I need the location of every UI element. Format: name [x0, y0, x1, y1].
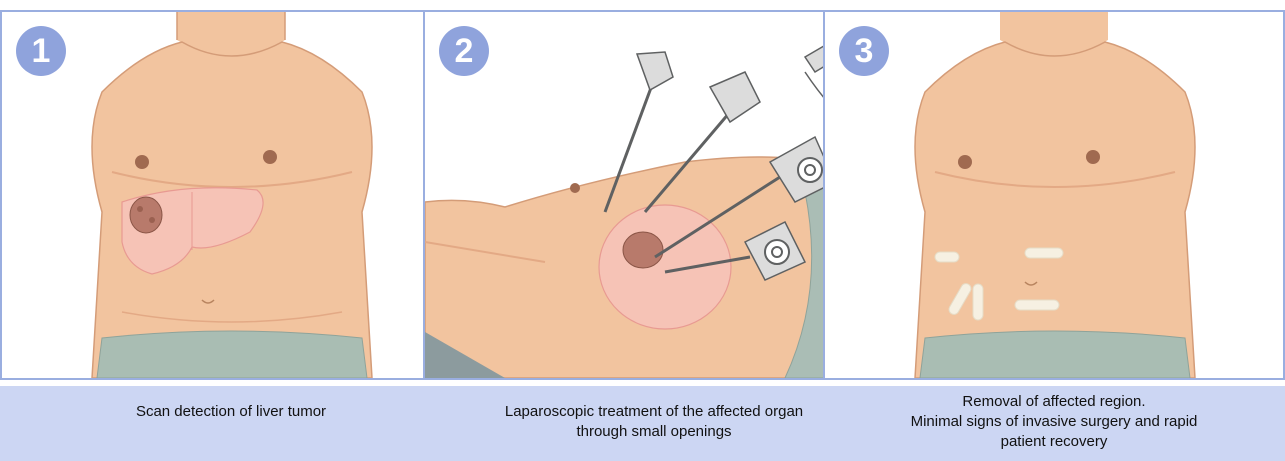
panel-2-caption: Laparoscopic treatment of the affected o… — [423, 386, 885, 461]
nipple-left — [135, 155, 149, 169]
step-number-badge: 3 — [839, 26, 889, 76]
liver-tumor — [130, 197, 162, 233]
nipple-left — [958, 155, 972, 169]
panel-1-frame: 1 — [0, 10, 462, 380]
liver-tumor — [623, 232, 663, 268]
nipple-right — [1086, 150, 1100, 164]
nipple-right — [263, 150, 277, 164]
panel-2-frame: 2 — [423, 10, 885, 380]
torso-illustration-3 — [825, 12, 1283, 378]
caption-line: patient recovery — [823, 432, 1285, 452]
caption-line: Minimal signs of invasive surgery and ra… — [823, 412, 1285, 432]
panel-3-frame: 3 — [823, 10, 1285, 380]
caption-line: Scan detection of liver tumor — [0, 402, 462, 422]
laparoscopy-illustration — [425, 12, 883, 378]
pants — [97, 331, 367, 378]
caption-line: Removal of affected region. — [823, 392, 1285, 412]
panel-1: 1 Scan detection of liver tumor — [0, 10, 462, 380]
pants — [920, 331, 1190, 378]
panel-1-caption: Scan detection of liver tumor — [0, 386, 462, 461]
liver-shape — [599, 205, 731, 329]
caption-line: through small openings — [423, 422, 885, 442]
step-number-badge: 2 — [439, 26, 489, 76]
torso-illustration-1 — [2, 12, 460, 378]
caption-line: Laparoscopic treatment of the affected o… — [423, 402, 885, 422]
panel-3-caption: Removal of affected region. Minimal sign… — [823, 386, 1285, 461]
panel-2: 2 Laparoscopic treatment of the affected… — [423, 10, 885, 380]
step-number-badge: 1 — [16, 26, 66, 76]
panel-3: 3 Removal of affected region. Minimal si… — [823, 10, 1285, 380]
